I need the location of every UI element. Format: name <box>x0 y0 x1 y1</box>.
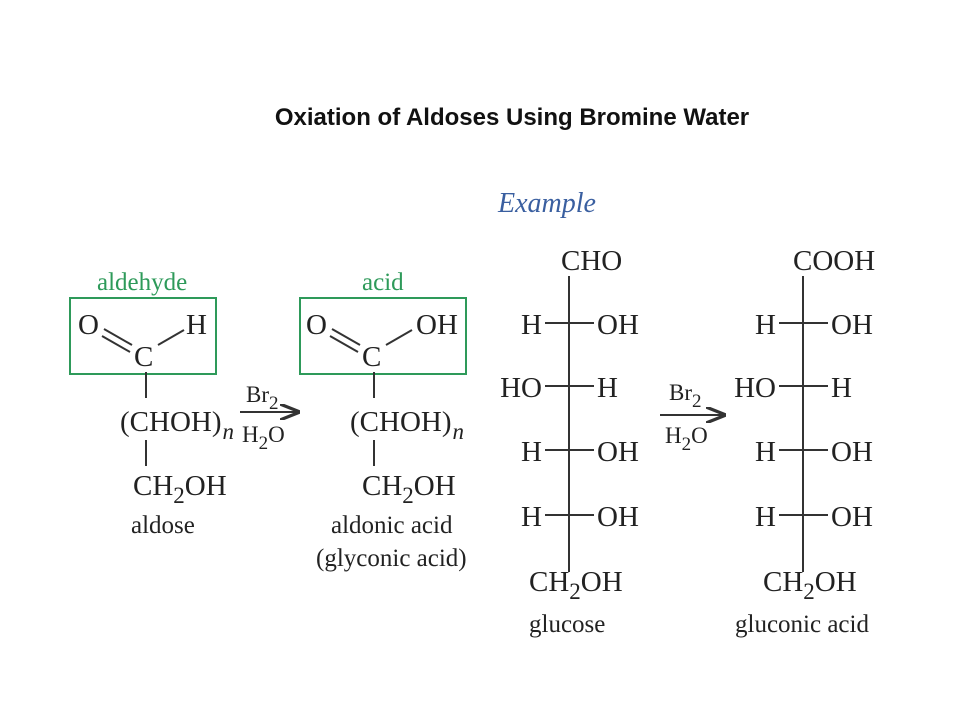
example-reaction-arrow: Br2 H2O <box>660 380 724 455</box>
acid-co-double-bond-2 <box>329 335 359 353</box>
ch-bond <box>157 329 185 346</box>
co-double-bond-1 <box>103 328 133 346</box>
acid-label: acid <box>362 269 404 296</box>
glucose-row-4-right: OH <box>597 501 639 533</box>
gluconic-row-4-left: H <box>755 501 776 533</box>
aldose-o: O <box>78 309 99 341</box>
aldose-c: C <box>134 341 153 373</box>
example-reagent-br2: Br2 <box>669 380 702 412</box>
acid-c: C <box>362 341 381 373</box>
gluconic-row-4-right: OH <box>831 501 873 533</box>
gluconic-acid-name: gluconic acid <box>735 611 869 638</box>
gluconic-row-2-right: H <box>831 372 852 404</box>
aldose-ch2oh: CH2OH <box>133 470 227 508</box>
glucose-row-3-left: H <box>521 436 542 468</box>
glucose-row-4-left: H <box>521 501 542 533</box>
glucose-row-2-left: HO <box>500 372 542 404</box>
example-label: Example <box>497 188 596 219</box>
co-double-bond-2 <box>101 335 131 353</box>
acid-o: O <box>306 309 327 341</box>
gluconic-acid-fischer: COOH H OH HO H H OH H OH CH2OH gluconic … <box>734 245 875 638</box>
glucose-row-1-right: OH <box>597 309 639 341</box>
gluconic-row-1-right: OH <box>831 309 873 341</box>
reagent-h2o: H2O <box>242 422 285 454</box>
aldose-structure: aldehyde O H C (CHOH)n CH2OH aldose <box>69 269 234 539</box>
aldose-h: H <box>186 309 207 341</box>
acid-chain: (CHOH)n <box>350 406 464 444</box>
gluconic-row-3-left: H <box>755 436 776 468</box>
gluconic-row-2-left: HO <box>734 372 776 404</box>
gluconic-ch2oh: CH2OH <box>763 566 857 604</box>
gluconic-row-1-left: H <box>755 309 776 341</box>
glucose-row-1-left: H <box>521 309 542 341</box>
aldonic-acid-name: aldonic acid <box>331 512 453 539</box>
general-reaction-arrow: Br2 H2O <box>240 382 298 454</box>
acid-box <box>299 297 467 375</box>
glucose-ch2oh: CH2OH <box>529 566 623 604</box>
aldose-name: aldose <box>131 512 195 539</box>
acid-co-double-bond-1 <box>331 328 361 346</box>
glyconic-acid-name: (glyconic acid) <box>316 545 467 572</box>
acid-ch2oh: CH2OH <box>362 470 456 508</box>
aldose-chain: (CHOH)n <box>120 406 234 444</box>
aldehyde-box <box>69 297 217 375</box>
example-reagent-h2o: H2O <box>665 423 708 455</box>
reagent-br2: Br2 <box>246 382 279 414</box>
glucose-fischer: CHO H OH HO H H OH H OH CH2OH glucose <box>500 245 639 638</box>
aldonic-acid-structure: acid O OH C (CHOH)n CH2OH aldonic acid (… <box>299 269 467 572</box>
glucose-row-2-right: H <box>597 372 618 404</box>
gluconic-top: COOH <box>793 245 875 277</box>
slide-title: Oxiation of Aldoses Using Bromine Water <box>274 104 750 131</box>
c-oh-bond <box>385 329 413 346</box>
glucose-name: glucose <box>529 611 605 638</box>
glucose-row-3-right: OH <box>597 436 639 468</box>
acid-oh: OH <box>416 309 458 341</box>
glucose-top: CHO <box>561 245 622 277</box>
gluconic-row-3-right: OH <box>831 436 873 468</box>
aldehyde-label: aldehyde <box>97 269 187 296</box>
